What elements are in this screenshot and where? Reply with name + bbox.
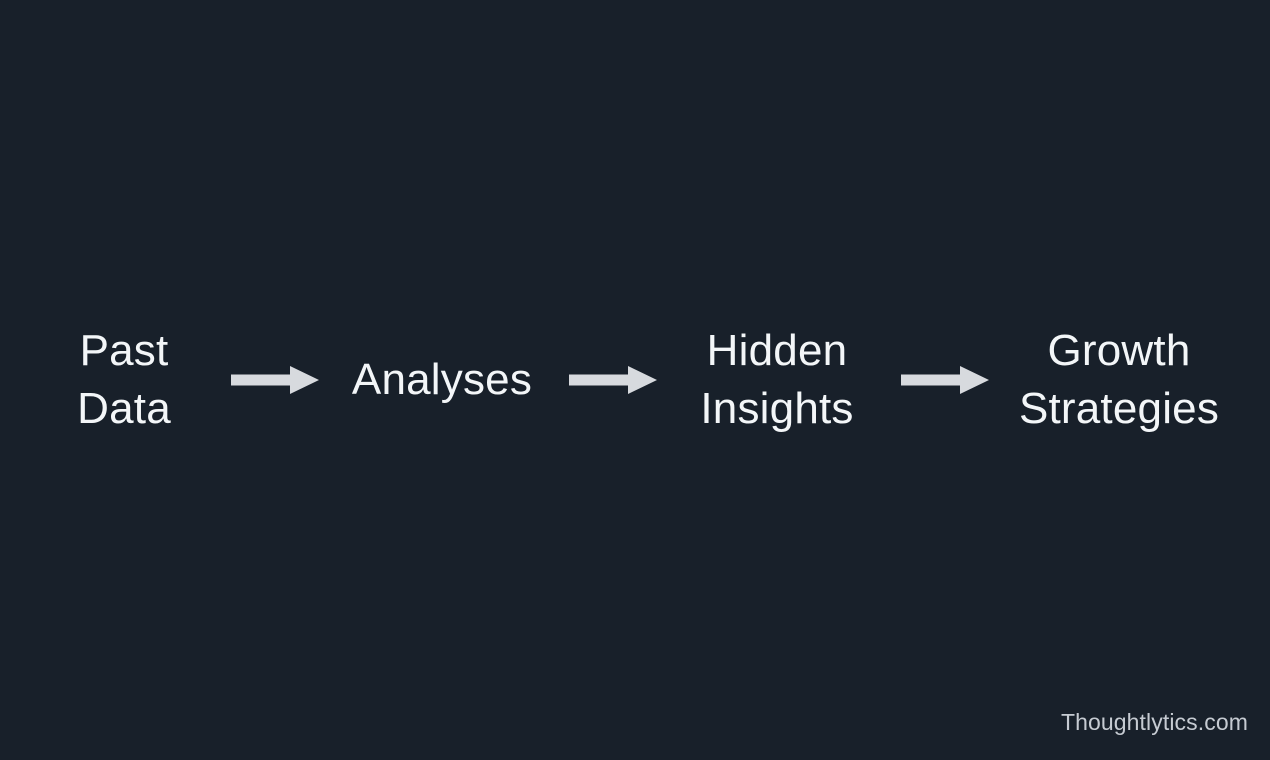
flow-stage-label-line1: Past: [79, 326, 169, 375]
flow-stage-analyses: Analyses: [333, 351, 551, 409]
flow-stage-label-line2: Insights: [700, 384, 854, 433]
arrow-right-icon: [901, 365, 989, 395]
flow-stage-growth-strategies: Growth Strategies: [1003, 322, 1235, 438]
flow-stage-label-line1: Analyses: [351, 355, 533, 404]
flow-stage-label-line2: Data: [77, 384, 171, 433]
flow-stage-past-data: Past Data: [35, 322, 213, 438]
arrow-right-icon: [569, 365, 657, 395]
flow-stage-label-line2: Strategies: [1018, 384, 1220, 433]
watermark-text: Thoughtlytics.com: [1060, 709, 1248, 735]
flow-stage-label-line1: Hidden: [706, 326, 848, 375]
flow-stage-label-line1: Growth: [1047, 326, 1191, 375]
arrow-right-icon: [231, 365, 319, 395]
flow-stage-hidden-insights: Hidden Insights: [671, 322, 883, 438]
